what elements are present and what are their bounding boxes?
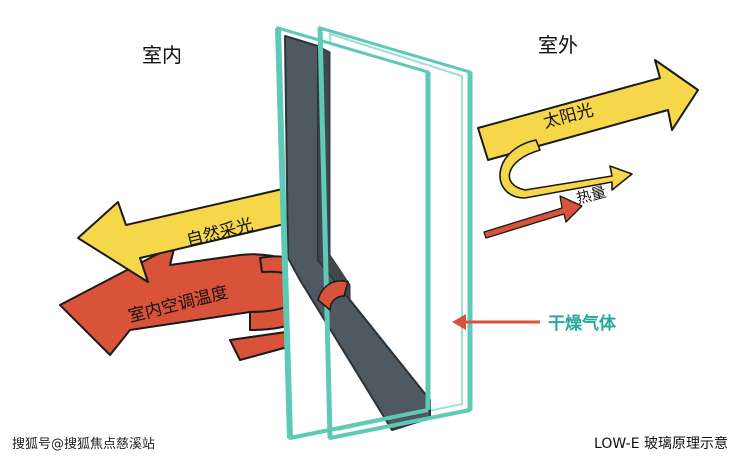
indoor-label: 室内: [142, 43, 182, 67]
dry-gas-label: 干燥气体: [548, 313, 617, 334]
heat-arrow: [483, 195, 583, 239]
watermark: 搜狐号@搜狐焦点慈溪站: [12, 437, 155, 452]
indoor-ac-curl: [317, 280, 349, 312]
double-glazing-unit: [275, 25, 473, 440]
dry-gas-pointer: [452, 314, 540, 330]
outdoor-label: 室外: [538, 33, 578, 57]
reflected-heat-arrow: [499, 139, 633, 199]
caption: LOW-E 玻璃原理示意: [594, 435, 728, 452]
